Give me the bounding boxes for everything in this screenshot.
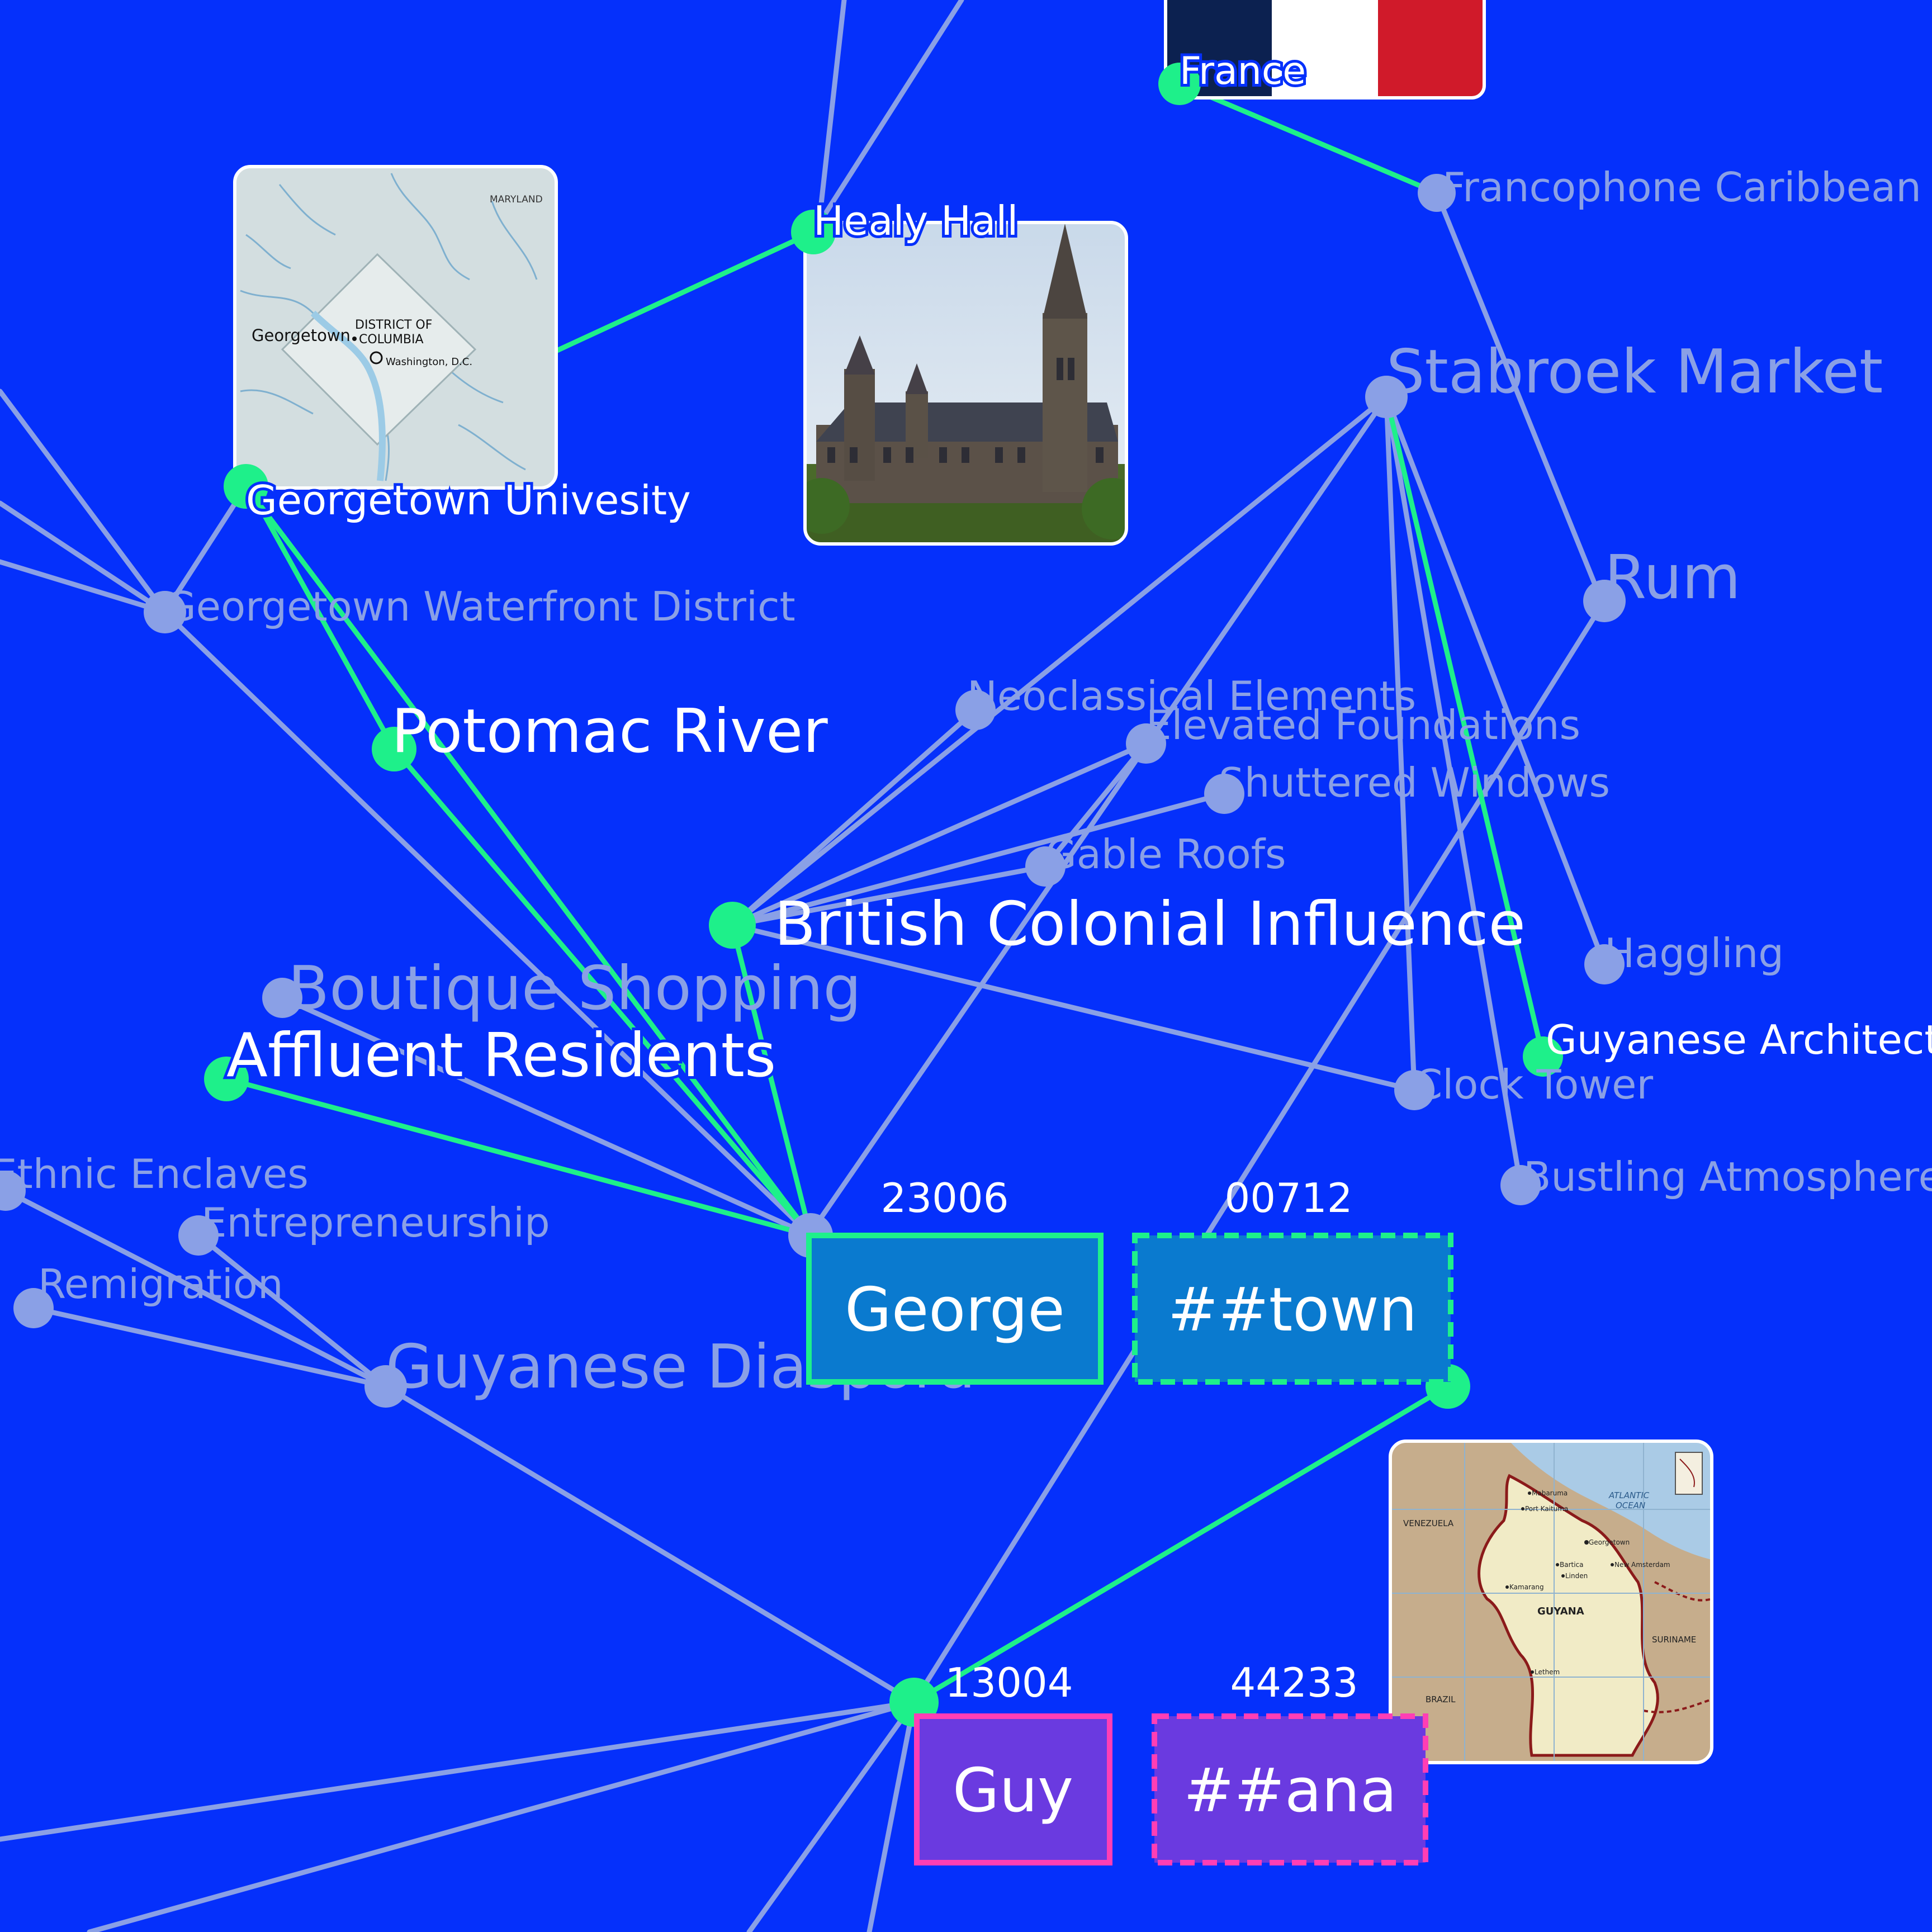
node-clock-tower[interactable]: Clock Tower [1414, 1061, 1653, 1108]
node-ethnic-enclaves[interactable]: Ethnic Enclaves [0, 1150, 309, 1197]
guyana-map-brazil-label: BRAZIL [1426, 1694, 1456, 1704]
node-healy-hall[interactable]: Healy Hall [811, 195, 1021, 247]
token-town-id: 00712 [1224, 1175, 1352, 1221]
dc-map-maryland-label: MARYLAND [490, 194, 543, 205]
token-george[interactable]: 23006 George [806, 1175, 1104, 1385]
guyana-map-image: ATLANTIC OCEAN VENEZUELA GUYANA SURINAME… [1389, 1439, 1713, 1764]
node-entrepreneurship[interactable]: Entrepreneurship [201, 1199, 550, 1246]
node-remigration[interactable]: Remigration [38, 1261, 283, 1308]
token-ana[interactable]: 44233 ##ana [1152, 1659, 1428, 1865]
node-neoclassical-elements[interactable]: Neoclassical Elements [967, 673, 1416, 719]
node-shuttered-windows[interactable]: Shuttered Windows [1219, 759, 1610, 806]
dc-map-image: MARYLAND Georgetown DISTRICT OF COLUMBIA… [233, 165, 558, 490]
token-guy-text: Guy [953, 1756, 1073, 1826]
node-guyanese-architecture[interactable]: Guyanese Architecture [1546, 1016, 1932, 1063]
guyana-map-suriname-label: SURINAME [1652, 1635, 1696, 1645]
token-guy[interactable]: 13004 Guy [914, 1659, 1112, 1865]
token-ana-text: ##ana [1183, 1756, 1397, 1826]
guyana-map-atlantic-label: ATLANTIC [1608, 1490, 1650, 1500]
guyana-map-kamarang-label: Kamarang [1509, 1583, 1544, 1591]
node-rum[interactable]: Rum [1604, 543, 1741, 613]
highlight-edges [224, 81, 1546, 1705]
token-ana-id: 44233 [1230, 1659, 1358, 1706]
node-elevated-foundations[interactable]: Elevated Foundations [1146, 702, 1580, 749]
guyana-map-georgetown-label: Georgetown [1589, 1538, 1630, 1546]
node-labels: France Francophone Caribbean Healy Hall … [0, 46, 1932, 1402]
node-francophone-caribbean[interactable]: Francophone Caribbean [1442, 164, 1921, 211]
token-town[interactable]: 00712 ##town [1132, 1175, 1453, 1385]
dc-map-washington-label: Washington, D.C. [386, 356, 472, 368]
dc-map-district-label: DISTRICT OF [355, 318, 432, 332]
node-stabroek-market[interactable]: Stabroek Market [1386, 337, 1883, 407]
node-georgetown-waterfront[interactable]: Georgetown Waterfront District [165, 583, 795, 630]
guyana-map-mabaruma-label: Mabaruma [1532, 1489, 1568, 1497]
node-dots [0, 63, 1626, 1727]
token-george-text: George [845, 1275, 1065, 1345]
guyana-map-new-amsterdam-label: New Amsterdam [1614, 1561, 1670, 1569]
token-guy-id: 13004 [945, 1659, 1073, 1706]
token-town-text: ##town [1168, 1275, 1417, 1345]
node-georgetown-university[interactable]: Georgetown Univesity [243, 474, 694, 527]
node-france[interactable]: France [1177, 46, 1309, 96]
node-affluent-residents[interactable]: Affluent Residents [224, 1018, 779, 1093]
guyana-map-port-kaituma-label: Port Kaituma [1525, 1505, 1568, 1513]
guyana-map-linden-label: Linden [1565, 1572, 1588, 1580]
node-bustling-atmosphere[interactable]: Bustling Atmosphere [1523, 1153, 1932, 1200]
node-boutique-shopping[interactable]: Boutique Shopping [288, 954, 861, 1024]
dc-map-georgetown-label: Georgetown [252, 326, 351, 345]
guyana-map-bartica-label: Bartica [1560, 1561, 1584, 1569]
guyana-map-venezuela-label: VENEZUELA [1403, 1518, 1454, 1528]
guyana-map-guyana-label: GUYANA [1537, 1606, 1584, 1617]
node-gable-roofs[interactable]: Gable Roofs [1045, 831, 1286, 878]
guyana-map-ocean-label: OCEAN [1616, 1500, 1645, 1510]
dc-map-columbia-label: COLUMBIA [359, 333, 424, 347]
token-george-id: 23006 [880, 1175, 1008, 1221]
node-haggling[interactable]: Haggling [1604, 930, 1784, 977]
dim-edges [0, 0, 1607, 1932]
node-potomac-river[interactable]: Potomac River [391, 697, 828, 766]
guyana-map-lethem-label: Lethem [1535, 1668, 1560, 1676]
healy-hall-photo [803, 221, 1128, 546]
node-british-colonial-influence[interactable]: British Colonial Influence [774, 889, 1526, 959]
